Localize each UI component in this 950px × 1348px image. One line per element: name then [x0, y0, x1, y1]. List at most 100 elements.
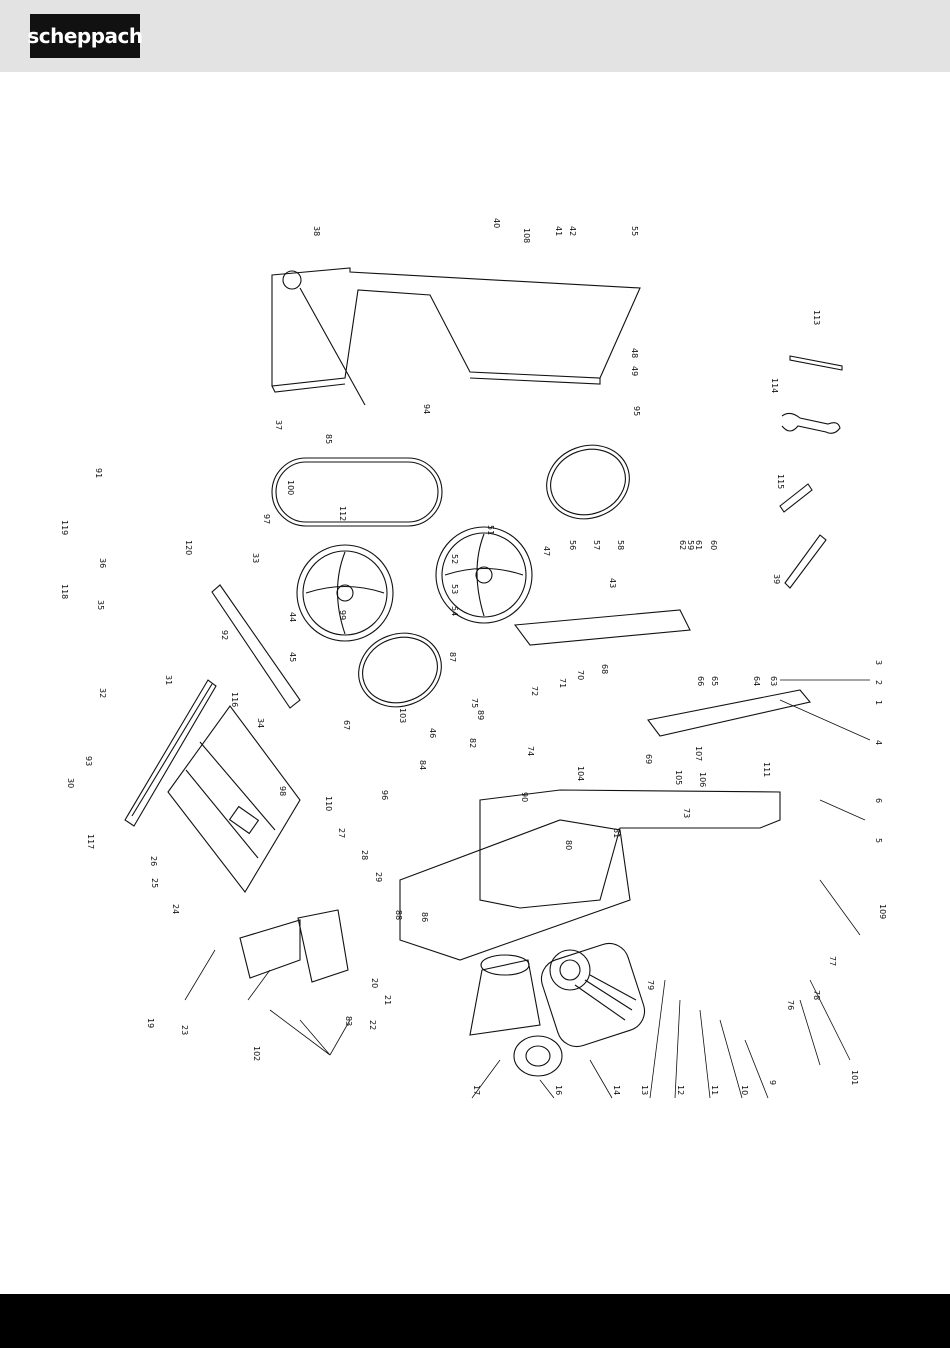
- part-label: 32: [98, 688, 107, 698]
- page-footer-bar: [0, 1294, 950, 1348]
- part-labels: 1 2 3 4 5 6 9 10 11 12 13 14 16 17 19 20…: [60, 218, 887, 1095]
- part-label: 73: [682, 808, 691, 818]
- part-label: 3: [874, 660, 883, 665]
- trunnion: [239, 909, 349, 983]
- part-label: 110: [324, 796, 333, 811]
- part-label: 23: [180, 1025, 189, 1035]
- part-label: 36: [98, 558, 107, 568]
- part-label: 68: [600, 664, 609, 674]
- part-label: 26: [149, 856, 158, 866]
- part-label: 40: [492, 218, 501, 228]
- part-label: 119: [60, 520, 69, 535]
- part-label: 65: [710, 676, 719, 686]
- part-label: 66: [696, 676, 705, 686]
- part-label: 96: [380, 790, 389, 800]
- part-label: 75: [470, 698, 479, 708]
- fence-bar: [211, 584, 301, 709]
- part-label: 108: [522, 228, 531, 243]
- part-label: 60: [709, 540, 718, 550]
- part-label: 81: [612, 828, 621, 838]
- part-label: 39: [772, 574, 781, 584]
- upper-wheel: [435, 526, 533, 624]
- part-label: 70: [576, 670, 585, 680]
- part-label: 57: [592, 540, 601, 550]
- part-label: 49: [630, 366, 639, 376]
- tire-47b: [358, 632, 442, 708]
- part-label: 64: [752, 676, 761, 686]
- part-label: 120: [184, 540, 193, 555]
- part-label: 9: [768, 1080, 777, 1085]
- part-label: 109: [878, 904, 887, 919]
- part-label: 52: [450, 554, 459, 564]
- part-label: 28: [360, 850, 369, 860]
- part-label: 85: [324, 434, 333, 444]
- part-label: 61: [694, 540, 703, 550]
- part-label: 97: [262, 514, 271, 524]
- part-label: 117: [86, 834, 95, 849]
- part-label: 41: [554, 226, 563, 236]
- part-label: 90: [520, 792, 529, 802]
- guide-arm: [513, 609, 811, 737]
- tool-113: [789, 355, 843, 371]
- part-label: 76: [786, 1000, 795, 1010]
- part-label: 1: [874, 700, 883, 705]
- part-label: 44: [288, 612, 297, 622]
- part-label: 48: [630, 348, 639, 358]
- part-label: 59: [686, 540, 695, 550]
- rip-fence: [124, 679, 217, 827]
- part-label: 22: [368, 1020, 377, 1030]
- part-label: 13: [640, 1085, 649, 1095]
- part-label: 42: [568, 226, 577, 236]
- tire-47: [546, 444, 630, 520]
- upper-frame: [271, 267, 641, 387]
- part-label: 37: [274, 420, 283, 430]
- part-label: 88: [394, 910, 403, 920]
- part-label: 84: [418, 760, 427, 770]
- part-label: 91: [94, 468, 103, 478]
- part-label: 87: [448, 652, 457, 662]
- motor: [540, 942, 646, 1048]
- part-label: 27: [337, 828, 346, 838]
- saw-table: [167, 705, 301, 893]
- part-label: 33: [251, 553, 260, 563]
- part-label: 56: [568, 540, 577, 550]
- part-label: 95: [632, 406, 641, 416]
- dust-port: [469, 954, 563, 1077]
- part-label: 30: [66, 778, 75, 788]
- part-label: 53: [450, 584, 459, 594]
- part-label: 67: [342, 720, 351, 730]
- part-label: 104: [576, 766, 585, 781]
- base-frame: [479, 789, 781, 909]
- part-label: 31: [164, 675, 173, 685]
- part-label: 116: [230, 692, 239, 707]
- part-label: 78: [812, 990, 821, 1000]
- part-label: 6: [874, 798, 883, 803]
- part-label: 74: [526, 746, 535, 756]
- part-label: 4: [874, 740, 883, 745]
- part-label: 55: [630, 226, 639, 236]
- part-label: 86: [420, 912, 429, 922]
- part-label: 19: [146, 1018, 155, 1028]
- part-label: 58: [616, 540, 625, 550]
- part-label: 25: [150, 878, 159, 888]
- part-label: 92: [220, 630, 229, 640]
- part-label: 114: [770, 378, 779, 393]
- part-label: 2: [874, 680, 883, 685]
- part-label: 45: [288, 652, 297, 662]
- part-label: 29: [374, 872, 383, 882]
- part-label: 21: [383, 995, 392, 1005]
- part-label: 111: [762, 762, 771, 777]
- part-label: 102: [252, 1046, 261, 1061]
- part-label: 46: [428, 728, 437, 738]
- part-label: 47: [542, 546, 551, 556]
- part-label: 16: [554, 1085, 563, 1095]
- part-label: 71: [558, 678, 567, 688]
- part-label: 51: [486, 525, 495, 535]
- part-label: 20: [370, 978, 379, 988]
- part-label: 83: [344, 1016, 353, 1026]
- part-label: 82: [468, 738, 477, 748]
- part-label: 62: [678, 540, 687, 550]
- wrench-114: [781, 412, 841, 434]
- part-label: 12: [676, 1085, 685, 1095]
- part-label: 35: [96, 600, 105, 610]
